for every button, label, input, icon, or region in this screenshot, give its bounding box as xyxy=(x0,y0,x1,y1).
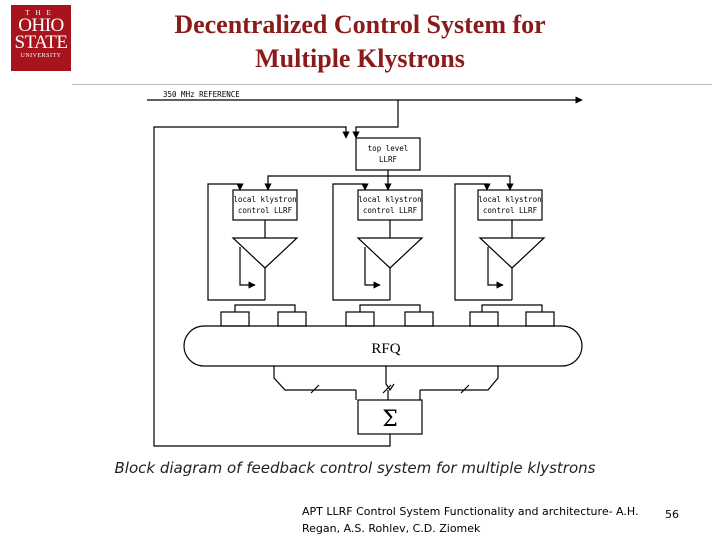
attenuator-1 xyxy=(310,384,320,394)
probe-line-2 xyxy=(385,366,395,392)
figure-caption: Block diagram of feedback control system… xyxy=(114,459,596,477)
local-loop-3 xyxy=(454,183,512,301)
amp-sample-1 xyxy=(239,247,256,289)
local-llrf-block-3 xyxy=(477,189,543,221)
local-block-1-label-1: local klystron xyxy=(233,195,296,204)
probe-line-1 xyxy=(273,366,356,391)
outer-feedback-loop xyxy=(153,126,350,447)
local-block-1-label-2: control LLRF xyxy=(238,206,293,215)
attenuator-2 xyxy=(382,384,392,394)
top-to-left xyxy=(264,175,388,191)
rfq-cavity xyxy=(183,325,583,367)
splitter-2 xyxy=(359,304,421,312)
coupler-3a xyxy=(469,311,499,327)
slide-title-line-1: Decentralized Control System for xyxy=(174,10,546,39)
logo-state: STATE xyxy=(14,32,68,53)
coupler-1a xyxy=(220,311,250,327)
amp-sample-2 xyxy=(364,247,381,289)
local-loop-2 xyxy=(332,183,390,301)
title-divider xyxy=(72,84,712,85)
rfq-label: RFQ xyxy=(371,341,400,357)
local-block-2-label-1: local klystron xyxy=(358,195,421,204)
local-loop-1 xyxy=(207,183,265,301)
local-block-3-label-2: control LLRF xyxy=(483,206,538,215)
top-block-label-1: top level xyxy=(368,144,409,153)
footer-line-1: APT LLRF Control System Functionality an… xyxy=(302,505,639,518)
logo-the: THE xyxy=(25,9,57,17)
klystron-amplifier-1 xyxy=(231,237,299,269)
reference-drop xyxy=(352,100,399,139)
top-block-label-2: LLRF xyxy=(379,155,398,164)
local-block-3-label-1: local klystron xyxy=(478,195,541,204)
coupler-3b xyxy=(525,311,555,327)
top-to-right xyxy=(388,175,514,191)
reference-label: 350 MHz REFERENCE xyxy=(163,90,240,99)
block-diagram: 350 MHz REFERENCE top level LLRF local k… xyxy=(147,90,583,447)
local-block-2-label-2: control LLRF xyxy=(363,206,418,215)
splitter-3 xyxy=(481,304,543,312)
footer-line-2: Regan, A.S. Rohlev, C.D. Ziomek xyxy=(302,522,481,535)
top-level-llrf-block xyxy=(355,137,421,171)
klystron-amplifier-3 xyxy=(478,237,546,269)
coupler-2a xyxy=(345,311,375,327)
slide-title-line-2: Multiple Klystrons xyxy=(255,44,465,73)
probe-line-3 xyxy=(420,366,499,391)
klystron-amplifier-2 xyxy=(356,237,424,269)
footer-citation: APT LLRF Control System Functionality an… xyxy=(302,503,662,537)
logo-university: UNIVERSITY xyxy=(20,53,62,59)
slide-title: Decentralized Control System for Multipl… xyxy=(100,8,620,76)
attenuator-3 xyxy=(460,384,470,394)
coupler-2b xyxy=(404,311,434,327)
ohio-state-logo: THE OHIO STATE UNIVERSITY xyxy=(11,5,71,71)
coupler-1b xyxy=(277,311,307,327)
sum-symbol: Σ xyxy=(382,407,398,432)
splitter-1 xyxy=(234,304,296,312)
logo-ohio: OHIO xyxy=(18,15,64,36)
page-number: 56 xyxy=(665,508,679,521)
summer-output xyxy=(310,434,391,447)
amp-sample-3 xyxy=(487,247,504,289)
